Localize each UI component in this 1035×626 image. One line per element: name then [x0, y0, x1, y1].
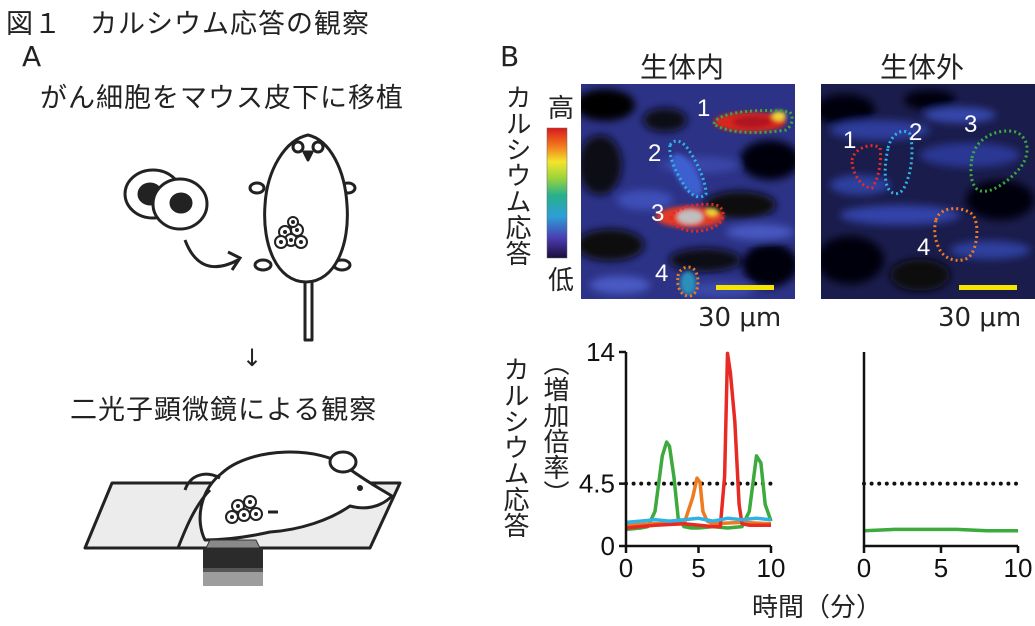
y-axis-label-line1: カルシウム応答: [499, 356, 529, 538]
series-line-1: [625, 440, 773, 532]
series-line-1: [863, 527, 1018, 533]
roi-outline-3: [669, 202, 725, 233]
roi-label-2: 2: [909, 119, 922, 146]
roi-outline-2: [883, 129, 914, 196]
scalebar-right: [959, 285, 1017, 290]
colorbar: [546, 127, 568, 259]
axes: [862, 352, 1018, 548]
panel-a-caption-top: がん細胞をマウス皮下に移植: [40, 83, 404, 114]
image-in-vitro: 1 2 3 4: [821, 84, 1035, 299]
roi-label-4: 4: [917, 234, 930, 261]
x-tick-label: 10: [1004, 553, 1033, 583]
roi-label-2: 2: [648, 140, 661, 167]
y-axis-label-line2: （増加倍率）: [539, 350, 569, 506]
x-tick-label: 5: [934, 553, 948, 583]
colorbar-label: カルシウム応答: [501, 84, 531, 266]
image-in-vivo: 1 2 3 4: [581, 84, 795, 299]
series-line-4: [625, 516, 772, 525]
panel-b-label: B: [500, 40, 520, 73]
mouse-microscope-illustration: [83, 450, 402, 550]
x-axis-label: 時間（分）: [752, 593, 883, 623]
cancer-cells-illustration: [123, 168, 209, 231]
roi-outline-2: [668, 139, 708, 199]
y-tick-label: 0: [601, 531, 615, 561]
series-line-3: [625, 351, 771, 530]
colorbar-high-label: 高: [548, 94, 575, 124]
chart-in-vivo: 0 5 10 0 4.5 14: [579, 337, 786, 583]
scalebar-left: [716, 285, 774, 290]
figure-title: 図１ カルシウム応答の観察: [6, 9, 370, 40]
panel-a-caption-bottom: 二光子顕微鏡による観察: [70, 395, 378, 426]
mouse-top-view-illustration: [248, 133, 357, 342]
chart-in-vitro: 0 5 10: [857, 352, 1033, 583]
roi-label-3: 3: [651, 200, 664, 227]
y-tick-label: 14: [586, 337, 615, 367]
x-tick-label: 5: [691, 553, 705, 583]
scale-label-right: 30 μm: [938, 303, 1022, 333]
col-label-in-vivo: 生体内: [640, 51, 725, 84]
threshold-label: 4.5: [579, 469, 615, 499]
x-tick-label: 0: [857, 553, 871, 583]
objective-lens-illustration: [203, 539, 263, 586]
roi-label-4: 4: [655, 260, 668, 287]
roi-label-1: 1: [697, 95, 710, 122]
roi-outline-1: [712, 109, 794, 134]
panel-a-arrow: ↓: [242, 344, 262, 372]
x-tick-label: 10: [757, 553, 786, 583]
colorbar-low-label: 低: [548, 266, 575, 296]
transplant-arrowhead: [227, 250, 243, 271]
panel-a-label: A: [22, 40, 42, 73]
col-label-in-vitro: 生体外: [880, 51, 965, 84]
scale-label-left: 30 μm: [698, 303, 782, 333]
x-tick-label: 0: [619, 553, 633, 583]
transplant-arrow: [183, 239, 239, 269]
roi-label-3: 3: [964, 111, 977, 138]
roi-label-1: 1: [843, 127, 856, 154]
